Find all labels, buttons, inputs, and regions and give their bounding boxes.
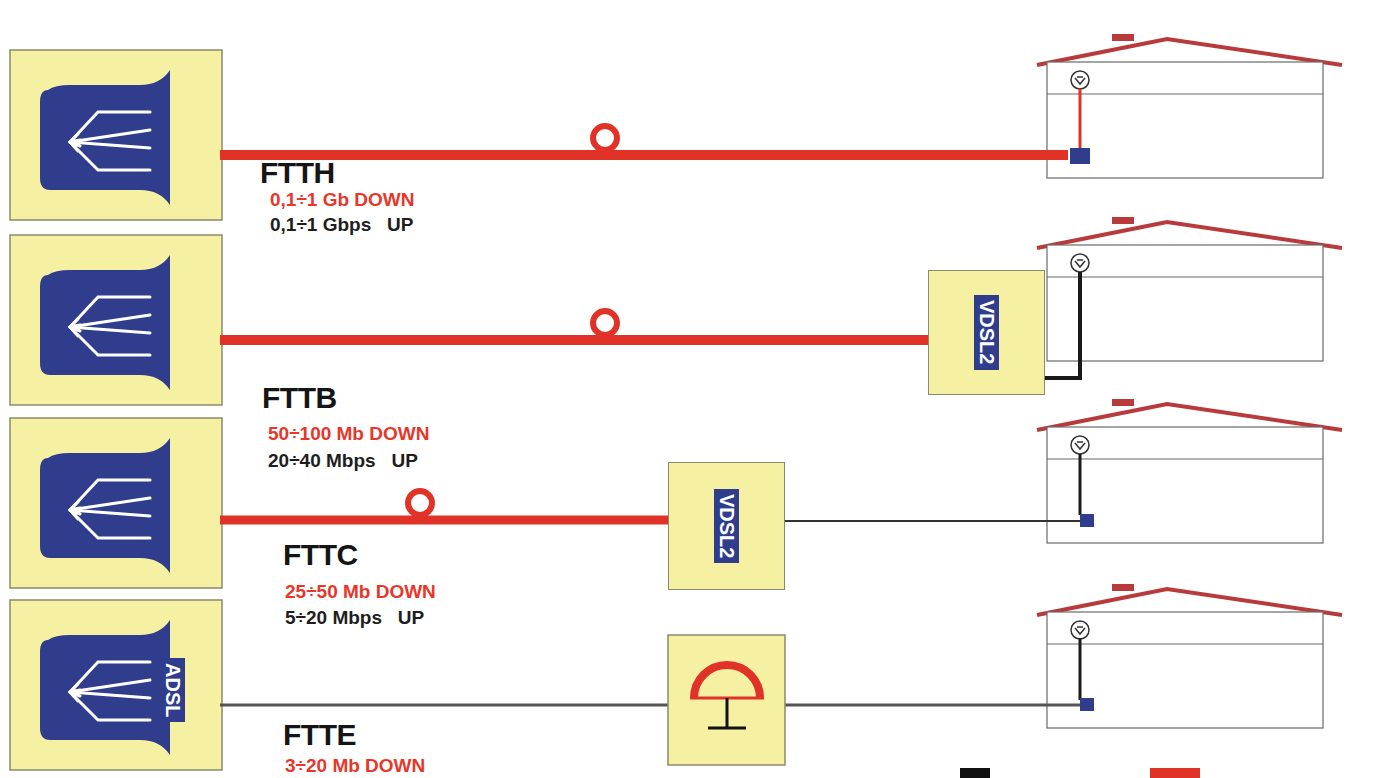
speed-label: 50÷100 Mb DOWN bbox=[268, 424, 429, 443]
speed-label: 20÷40 Mbps UP bbox=[268, 451, 418, 470]
adsl-label: ADSL bbox=[160, 640, 185, 740]
equipment-label: VDSL2 bbox=[714, 489, 739, 563]
technology-name: FTTE bbox=[283, 720, 356, 750]
technology-name: FTTC bbox=[283, 540, 358, 570]
equipment-label: VDSL2 bbox=[974, 295, 999, 369]
speed-label: 5÷20 Mbps UP bbox=[285, 608, 424, 627]
speed-label: 0,1÷1 Gbps UP bbox=[270, 215, 413, 234]
vdsl2-cabinet: VDSL2 bbox=[668, 462, 785, 590]
technology-name: FTTB bbox=[262, 383, 337, 413]
vdsl2-cabinet: VDSL2 bbox=[928, 270, 1045, 395]
equipment-label: ADSL bbox=[160, 658, 185, 722]
speed-label: 3÷20 Mb DOWN bbox=[285, 756, 425, 775]
technology-name: FTTH bbox=[260, 158, 335, 188]
speed-label: 0,1÷1 Gb DOWN bbox=[270, 190, 415, 209]
speed-label: 25÷50 Mb DOWN bbox=[285, 582, 436, 601]
